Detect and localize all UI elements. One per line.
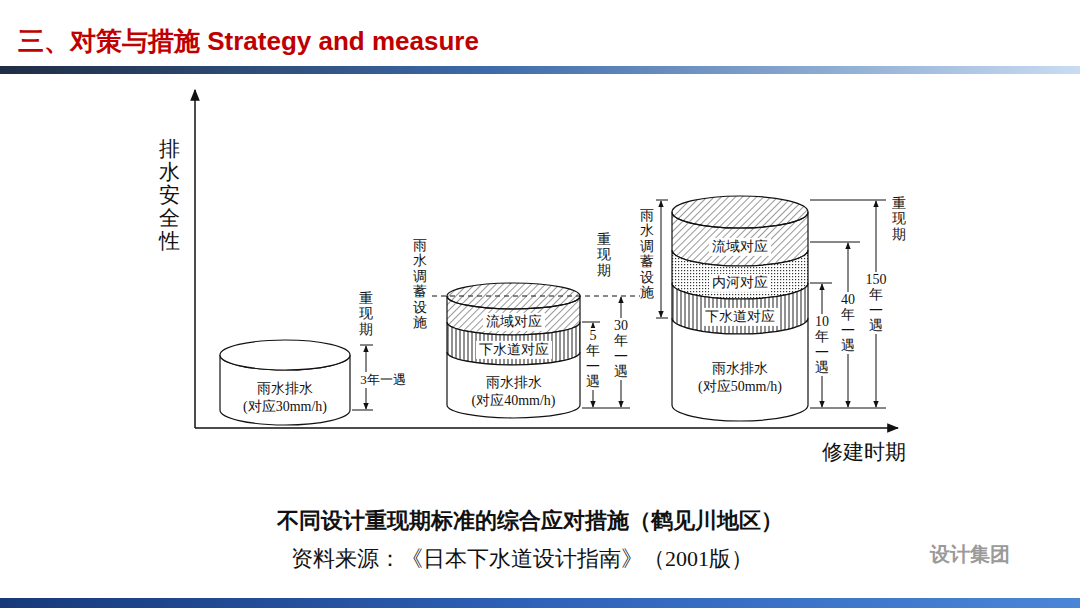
- node-text-group: 下水道对应: [447, 341, 580, 359]
- node-text-group: 下水道对应: [672, 307, 808, 325]
- watermark: 设计集团: [930, 542, 1010, 566]
- cylinder-side: [672, 250, 808, 299]
- storage-facility-label: 雨水调蓄设施: [413, 238, 427, 330]
- figure-caption: 不同设计重现期标准的综合应对措施（鹤见川地区）: [277, 508, 783, 534]
- segment-label: 流域对应: [483, 313, 545, 331]
- node-text-group: 流域对应: [447, 313, 580, 331]
- return-period-label: 重现期: [892, 196, 906, 242]
- dimension-label: 10年一遇: [813, 314, 831, 376]
- dimension-tick: [360, 345, 373, 346]
- axis-title: 修建时期: [822, 440, 906, 465]
- dimension-label: 150年一遇: [865, 272, 887, 334]
- dimension-tick: [810, 283, 832, 284]
- bracket-line: [661, 201, 662, 317]
- cylinder-side: [447, 322, 580, 365]
- cylinder-side: [672, 283, 808, 334]
- dimension-label: 40年一遇: [839, 292, 857, 354]
- bracket-tick: [656, 318, 668, 319]
- cylinder-top: [220, 340, 350, 370]
- dimension-label: 30年一遇: [612, 318, 630, 380]
- cylinder-top: [672, 196, 808, 228]
- segment-label: 下水道对应: [702, 307, 778, 325]
- segment-label: 下水道对应: [476, 341, 552, 359]
- node-text-group: 雨水排水(对应50mm/h): [672, 359, 808, 395]
- axis-title: 排水安全性: [159, 138, 180, 253]
- x-axis: [195, 427, 898, 429]
- segment-label: 雨水排水: [483, 373, 545, 391]
- node-text-group: 内河对应: [672, 273, 808, 291]
- dimension-tick: [582, 408, 630, 409]
- cylinder-side: [672, 318, 808, 421]
- bracket-tick: [656, 200, 668, 201]
- segment-sublabel: (对应50mm/h): [695, 378, 785, 396]
- segment-label: 内河对应: [709, 273, 771, 291]
- header-bar: [0, 66, 1080, 74]
- cylinder-layer: 流域对应: [672, 196, 808, 266]
- cylinder-base: 雨水排水(对应30mm/h): [220, 340, 350, 425]
- return-period-label: 重现期: [597, 232, 611, 278]
- source-note: 资料来源：《日本下水道设计指南》（2001版）: [291, 546, 753, 572]
- dimension-label: 5年一遇: [586, 328, 600, 390]
- segment-label: 雨水排水: [254, 379, 316, 397]
- y-axis: [194, 90, 196, 428]
- dimension-tick: [810, 242, 860, 243]
- segment-label: 雨水排水: [709, 359, 771, 377]
- node-text-group: 雨水排水(对应40mm/h): [447, 373, 580, 409]
- dimension-tick: [810, 408, 886, 409]
- cylinder-layer: 流域对应: [447, 283, 580, 335]
- slide-title: 三、对策与措施 Strategy and measure: [18, 26, 479, 57]
- dimension-tick: [582, 322, 600, 323]
- segment-sublabel: (对应40mm/h): [469, 392, 559, 410]
- dimension-tick: [810, 200, 886, 201]
- storage-facility-label: 雨水调蓄设施: [640, 208, 654, 300]
- dimension-label: 3年一遇: [360, 372, 406, 388]
- node-text-group: 流域对应: [672, 238, 808, 256]
- footer-bar: [0, 598, 1080, 608]
- segment-label: 流域对应: [709, 238, 771, 256]
- cylinder-top: [447, 283, 580, 309]
- dimension-tick: [352, 410, 373, 411]
- node-text-group: 雨水排水(对应30mm/h): [220, 379, 350, 415]
- return-period-label: 重现期: [359, 291, 373, 337]
- segment-sublabel: (对应30mm/h): [240, 398, 330, 416]
- cylinder-side: [447, 352, 580, 418]
